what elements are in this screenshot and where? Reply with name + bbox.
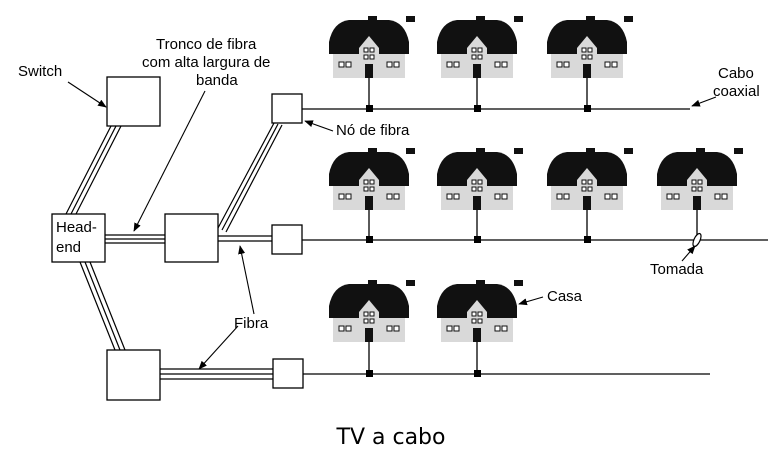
house-row2-2	[436, 147, 524, 211]
switch-label: Switch	[18, 63, 62, 80]
house-row3-2	[436, 279, 524, 343]
house-row1-1	[328, 15, 416, 79]
switch-box-bottom	[106, 349, 161, 401]
house-row2-3	[546, 147, 634, 211]
caption: TV a cabo	[336, 425, 446, 450]
headend-label-1: Head-	[56, 219, 97, 236]
fiber-node-bottom	[272, 358, 304, 389]
trunk-label-1: Tronco de fibra	[156, 36, 257, 53]
fiber-node-label: Nó de fibra	[336, 122, 410, 139]
trunk-label-2: com alta largura de	[142, 54, 270, 71]
trunk-label-3: banda	[196, 72, 238, 89]
tap-points	[366, 105, 591, 377]
house-row1-3	[546, 15, 634, 79]
headend-label-2: end	[56, 239, 81, 256]
house-row3-1	[328, 279, 416, 343]
coax-label-2: coaxial	[713, 83, 760, 100]
house-label: Casa	[547, 288, 583, 305]
coax-label-1: Cabo	[718, 65, 754, 82]
switch-box-top	[106, 76, 161, 127]
tap-label: Tomada	[650, 261, 704, 278]
fiber-label: Fibra	[234, 315, 269, 332]
fiber-node-top	[271, 93, 303, 124]
headend-box: Head- end	[51, 213, 106, 263]
house-row2-4	[656, 147, 744, 211]
house-row1-2	[436, 15, 524, 79]
switch-box-middle	[164, 213, 219, 263]
house-row2-1	[328, 147, 416, 211]
fiber-trunks	[65, 122, 283, 380]
houses	[328, 15, 744, 343]
house-drops	[368, 78, 698, 374]
fiber-node-middle	[271, 224, 303, 255]
